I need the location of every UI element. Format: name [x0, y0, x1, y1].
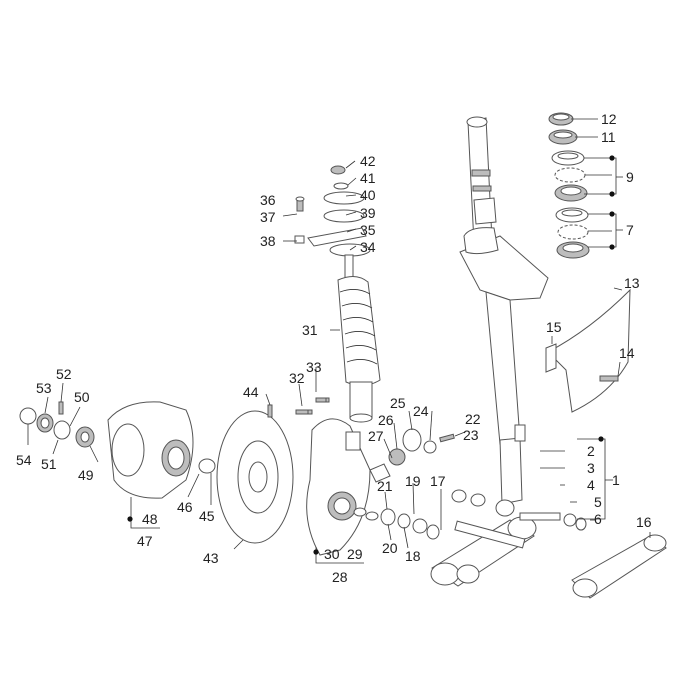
- callout-7: 7: [626, 222, 634, 238]
- callout-47: 47: [137, 533, 153, 549]
- callout-4: 4: [587, 477, 595, 493]
- callout-41: 41: [360, 170, 376, 186]
- callout-28: 28: [332, 569, 348, 585]
- callout-46: 46: [177, 499, 193, 515]
- callout-44: 44: [243, 384, 259, 400]
- callout-45: 45: [199, 508, 215, 524]
- callout-24: 24: [413, 403, 429, 419]
- callout-48: 48: [142, 511, 158, 527]
- mudguard: [545, 288, 631, 413]
- wheel-hub: [107, 401, 216, 499]
- bolts: [267, 397, 327, 418]
- callout-38: 38: [260, 233, 276, 249]
- callout-19: 19: [405, 473, 421, 489]
- callout-16: 16: [636, 514, 652, 530]
- steering-column-assembly: [459, 116, 549, 517]
- callout-35: 35: [360, 222, 376, 238]
- callout-14: 14: [619, 345, 635, 361]
- callout-37: 37: [260, 209, 276, 225]
- callout-51: 51: [41, 456, 57, 472]
- callout-15: 15: [546, 319, 562, 335]
- callout-6: 6: [594, 511, 602, 527]
- callout-1: 1: [612, 472, 620, 488]
- callout-11: 11: [601, 129, 616, 145]
- link-arm-spare: [571, 534, 667, 599]
- callout-21: 21: [377, 478, 393, 494]
- callout-26: 26: [378, 412, 394, 428]
- brake-disc: [216, 410, 294, 544]
- callout-53: 53: [36, 380, 52, 396]
- callout-54: 54: [16, 452, 32, 468]
- callout-13: 13: [624, 275, 640, 291]
- callout-32: 32: [289, 370, 305, 386]
- callout-36: 36: [260, 192, 276, 208]
- callout-49: 49: [78, 467, 94, 483]
- callout-2: 2: [587, 443, 595, 459]
- callout-34: 34: [360, 239, 376, 255]
- callout-42: 42: [360, 153, 376, 169]
- callout-12: 12: [601, 111, 617, 127]
- callout-30: 30: [324, 546, 340, 562]
- callout-31: 31: [302, 322, 318, 338]
- callout-40: 40: [360, 187, 376, 203]
- callout-50: 50: [74, 389, 90, 405]
- headset-bearing-stack: [548, 112, 590, 259]
- hub-bearings: [19, 401, 95, 448]
- callout-dots: [127, 155, 615, 555]
- callout-22: 22: [465, 411, 481, 427]
- callout-23: 23: [463, 427, 479, 443]
- callout-27: 27: [368, 428, 384, 444]
- leader-lines: [27, 118, 651, 564]
- callout-33: 33: [306, 359, 322, 375]
- callout-20: 20: [382, 540, 398, 556]
- callout-43: 43: [203, 550, 219, 566]
- callout-29: 29: [347, 546, 363, 562]
- callout-25: 25: [390, 395, 406, 411]
- callout-3: 3: [587, 460, 595, 476]
- callout-52: 52: [56, 366, 72, 382]
- callout-9: 9: [626, 169, 634, 185]
- callout-39: 39: [360, 205, 376, 221]
- callout-18: 18: [405, 548, 421, 564]
- callout-5: 5: [594, 494, 602, 510]
- link-arm: [430, 489, 587, 587]
- swing-arm-caliper: [297, 397, 391, 556]
- callout-17: 17: [430, 473, 446, 489]
- callout-labels: 1 2 3 4 5 6 7 9 11 12 13 14 15 16 17 18 …: [16, 111, 652, 585]
- axle-washers: [380, 428, 455, 540]
